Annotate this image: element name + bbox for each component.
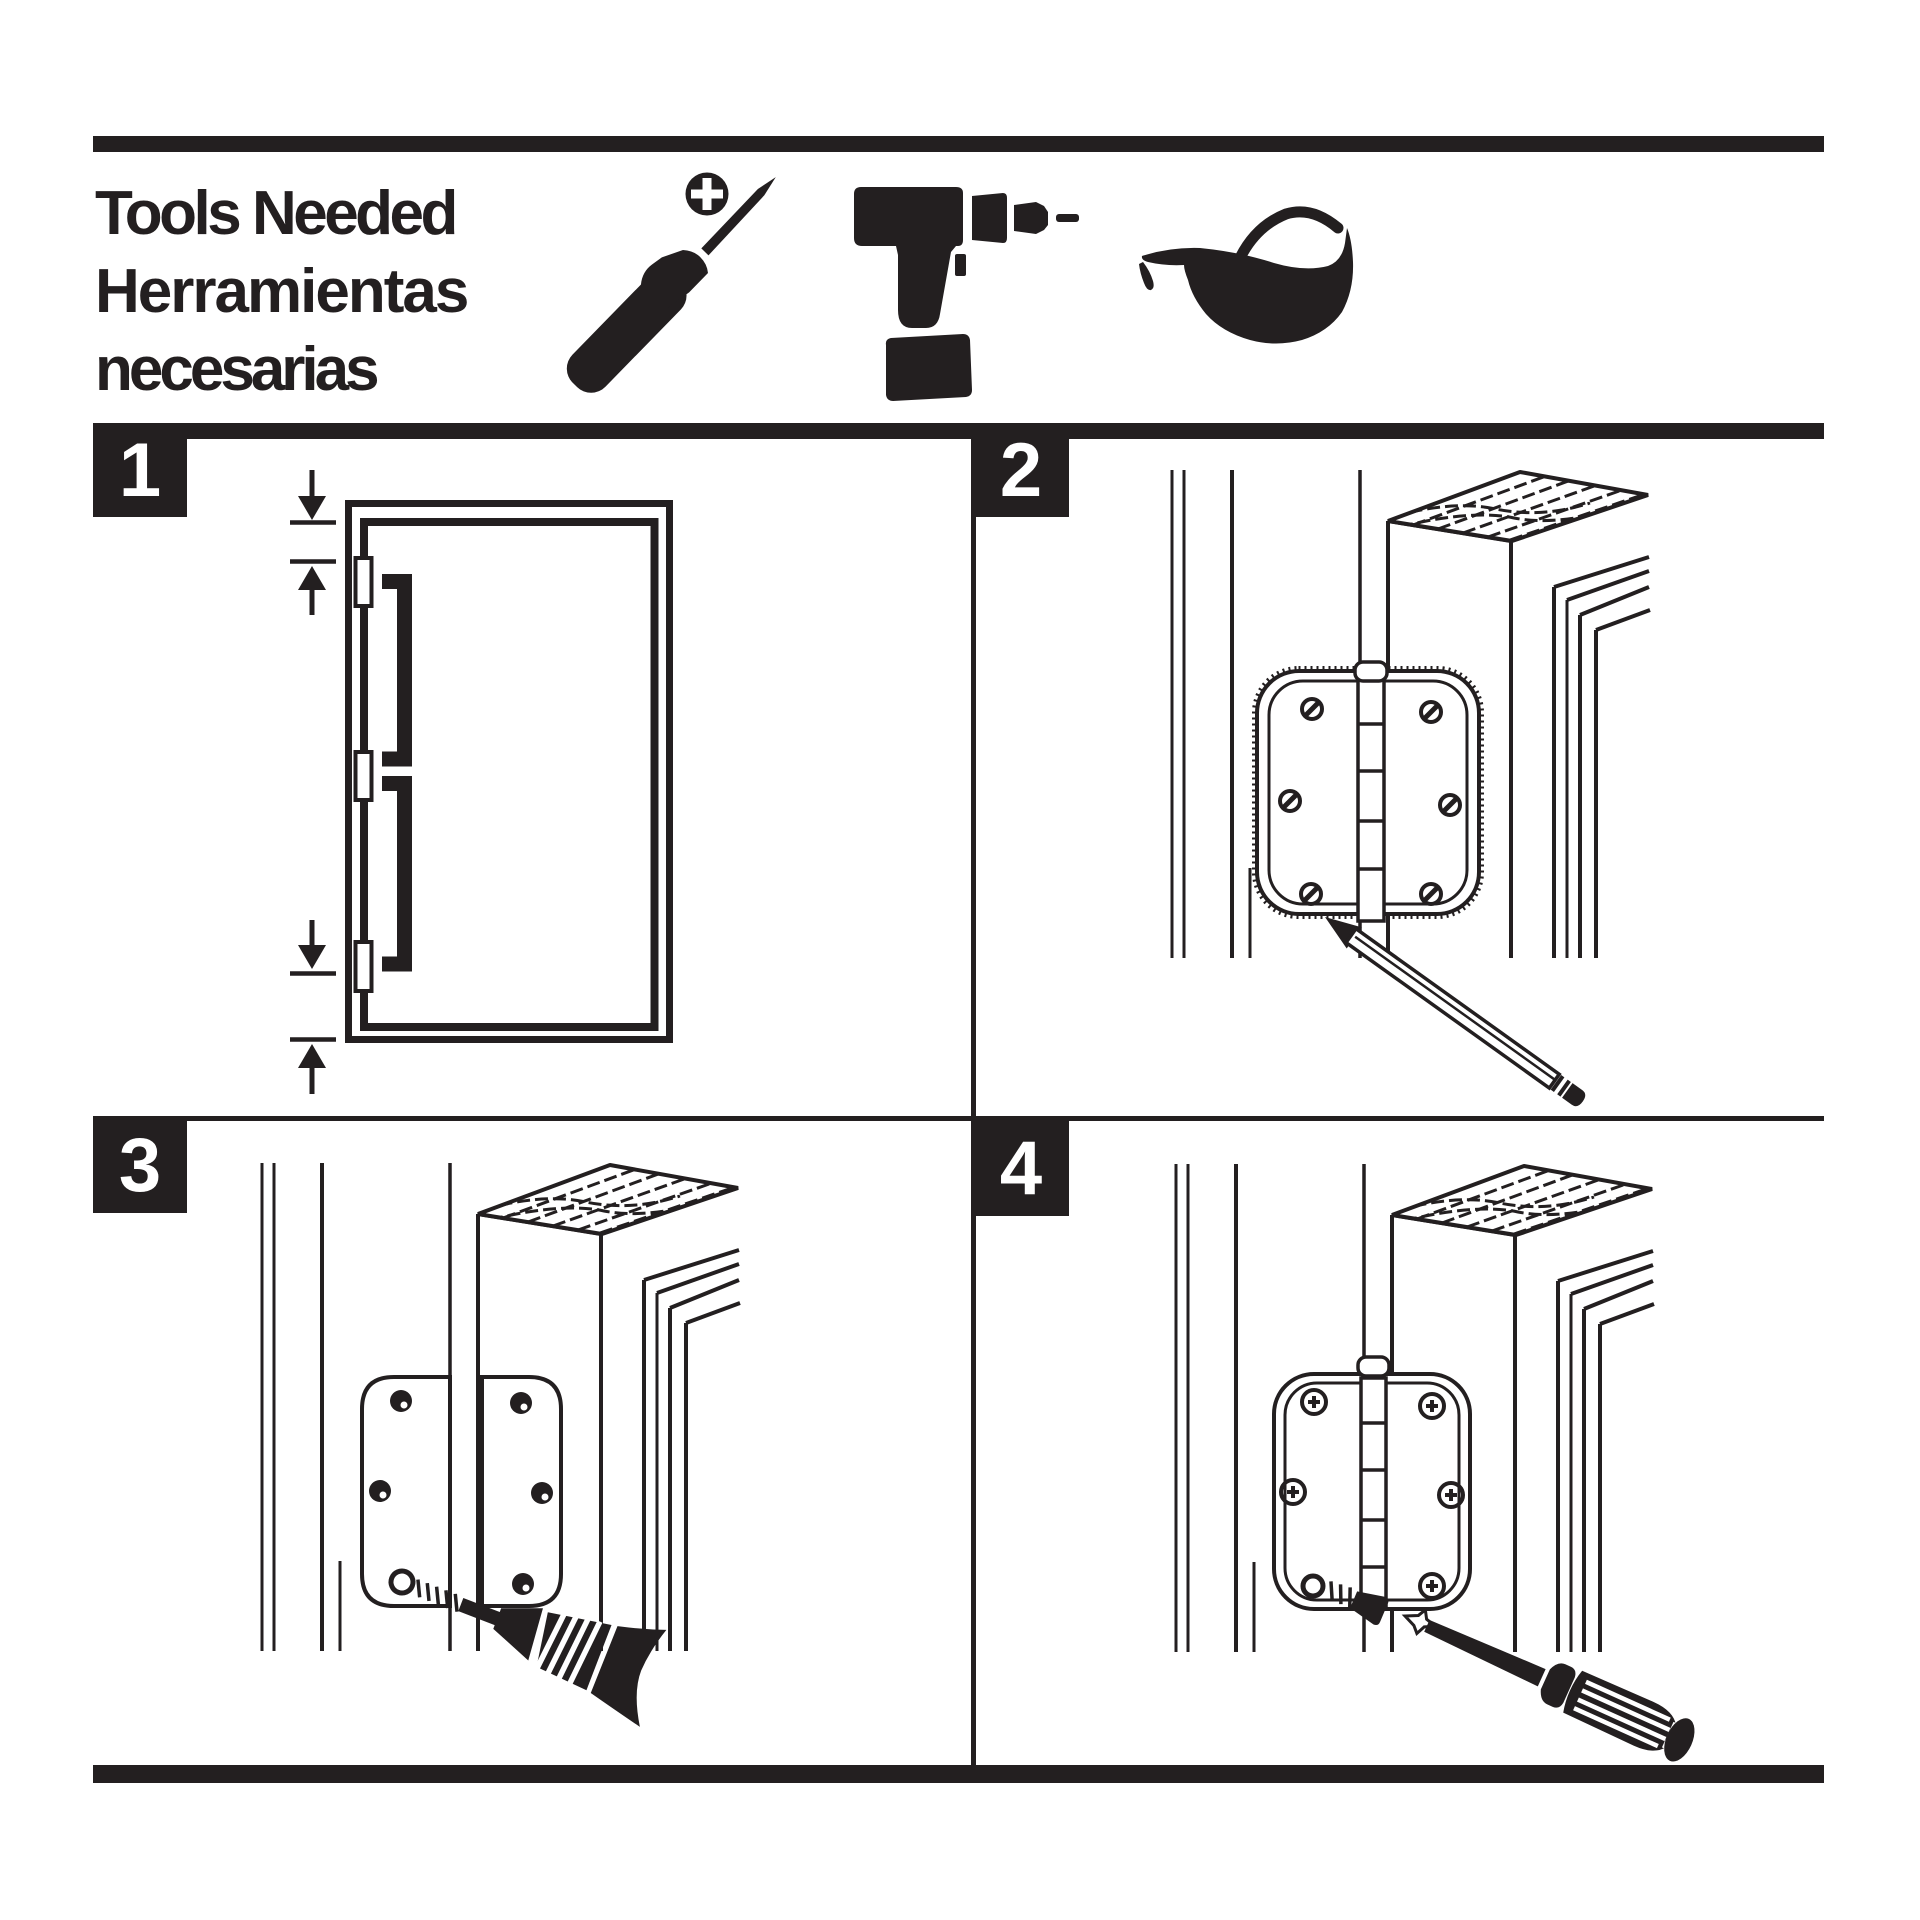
svg-text:4: 4	[1000, 1126, 1042, 1211]
svg-text:1: 1	[119, 428, 161, 513]
svg-text:2: 2	[1000, 428, 1042, 513]
svg-text:necesarias: necesarias	[95, 335, 377, 404]
svg-text:Herramientas: Herramientas	[95, 257, 467, 326]
svg-text:3: 3	[119, 1123, 161, 1208]
svg-text:Tools Needed: Tools Needed	[95, 179, 455, 248]
